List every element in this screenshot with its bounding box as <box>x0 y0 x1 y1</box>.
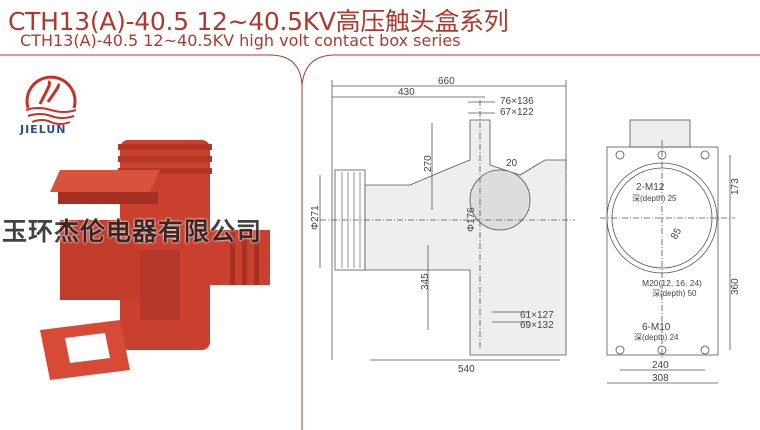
dim-360: 360 <box>730 278 741 295</box>
dim-phi271: Φ271 <box>310 205 321 230</box>
technical-drawing: 660 430 76×136 67×122 270 20 Φ176 Φ271 3… <box>310 76 741 384</box>
dim-345: 345 <box>420 273 431 290</box>
dim-430: 430 <box>398 87 415 98</box>
callout-m10-depth: 深(depth) 24 <box>634 333 679 342</box>
logo-text: JIELUN <box>20 123 67 136</box>
dim-173: 173 <box>730 178 741 195</box>
company-watermark: 玉环杰伦电器有限公司 <box>2 217 263 246</box>
callout-m20: M20(12, 16, 24) <box>642 278 702 288</box>
callout-m20-depth: 深(depth) 50 <box>652 289 697 298</box>
dim-270: 270 <box>423 155 434 172</box>
dim-540: 540 <box>458 364 475 375</box>
dim-phi176: Φ176 <box>466 207 477 232</box>
dim-76x136: 76×136 <box>500 96 534 107</box>
callout-m12-depth: 深(depth) 25 <box>632 194 677 203</box>
dim-61x127: 61×127 <box>520 310 554 321</box>
dim-20: 20 <box>506 158 518 169</box>
dim-85: 85 <box>669 226 684 242</box>
dim-69x132: 69×132 <box>520 320 554 331</box>
page-subtitle: CTH13(A)-40.5 12~40.5KV high volt contac… <box>20 31 461 50</box>
dim-660: 660 <box>438 76 455 87</box>
callout-2-m12: 2-M12 <box>636 182 665 193</box>
dim-308: 308 <box>652 373 669 384</box>
dim-67x122: 67×122 <box>500 107 534 118</box>
page-title: CTH13(A)-40.5 12~40.5KV高压触头盒系列 <box>8 7 509 36</box>
side-view <box>319 80 575 361</box>
callout-6-m10: 6-M10 <box>642 322 671 333</box>
dim-240: 240 <box>652 360 669 371</box>
front-view <box>600 119 735 384</box>
product-photo <box>40 140 270 380</box>
jielun-logo <box>25 75 77 125</box>
